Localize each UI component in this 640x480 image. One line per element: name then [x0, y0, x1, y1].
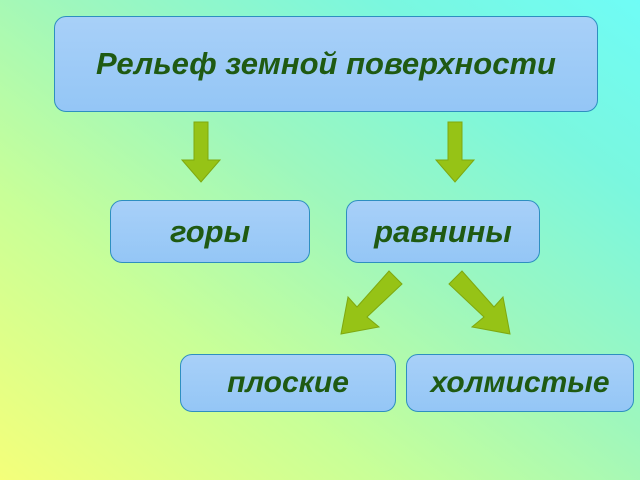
hilly-plains-label: холмистые — [430, 366, 610, 399]
hilly-plains-box: холмистые — [406, 354, 634, 412]
flat-plains-box: плоские — [180, 354, 396, 412]
plains-box: равнины — [346, 200, 540, 263]
relief-root-label: Рельеф земной поверхности — [96, 46, 556, 81]
flat-plains-label: плоские — [227, 366, 349, 399]
arrow-down-mountains-icon — [180, 121, 222, 183]
arrow-plains-to-hilly-icon — [448, 270, 511, 335]
mountains-box: горы — [110, 200, 310, 263]
plains-label: равнины — [374, 213, 512, 249]
mountains-label: горы — [169, 213, 251, 249]
arrow-down-plains-icon — [434, 121, 476, 183]
arrow-plains-to-flat-icon — [340, 270, 403, 335]
relief-root-box: Рельеф земной поверхности — [54, 16, 598, 112]
